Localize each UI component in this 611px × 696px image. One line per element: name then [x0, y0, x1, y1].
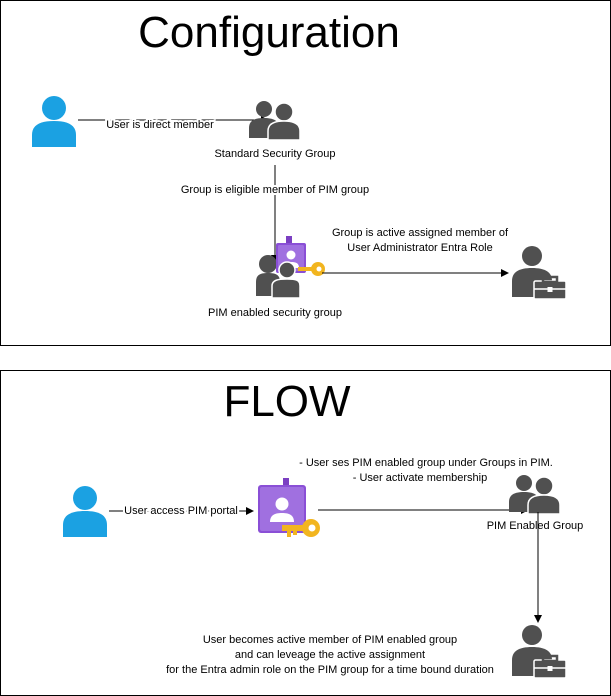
- note-line2: - User activate membership: [353, 472, 488, 484]
- user-icon: [32, 96, 76, 147]
- flow-title: FLOW: [223, 377, 351, 426]
- admin-user-icon: [510, 245, 568, 299]
- edge-label-active-line1: Group is active assigned member of: [332, 227, 509, 239]
- pim-enabled-group-label: PIM Enabled Group: [487, 520, 584, 532]
- result-line3: for the Entra admin role on the PIM grou…: [166, 664, 494, 676]
- edge-label-eligible: Group is eligible member of PIM group: [181, 184, 369, 196]
- result-line2: and can leveage the active assignment: [235, 649, 425, 661]
- flow-user-icon: [63, 486, 107, 537]
- pim-group-icon: [256, 235, 326, 298]
- pim-badge-icon: [258, 478, 320, 537]
- flow-admin-user-icon: [510, 624, 568, 678]
- standard-group-label: Standard Security Group: [214, 148, 335, 160]
- configuration-title: Configuration: [138, 8, 400, 57]
- pim-group-label: PIM enabled security group: [208, 307, 342, 319]
- group-icon: [249, 100, 301, 140]
- flow-group-icon: [509, 474, 561, 514]
- edge-label-access-portal: User access PIM portal: [124, 505, 238, 517]
- edge-label-direct-member: User is direct member: [106, 119, 214, 131]
- note-line1: - User ses PIM enabled group under Group…: [299, 457, 553, 469]
- result-line1: User becomes active member of PIM enable…: [203, 634, 457, 646]
- edge-label-active-line2: User Administrator Entra Role: [347, 242, 493, 254]
